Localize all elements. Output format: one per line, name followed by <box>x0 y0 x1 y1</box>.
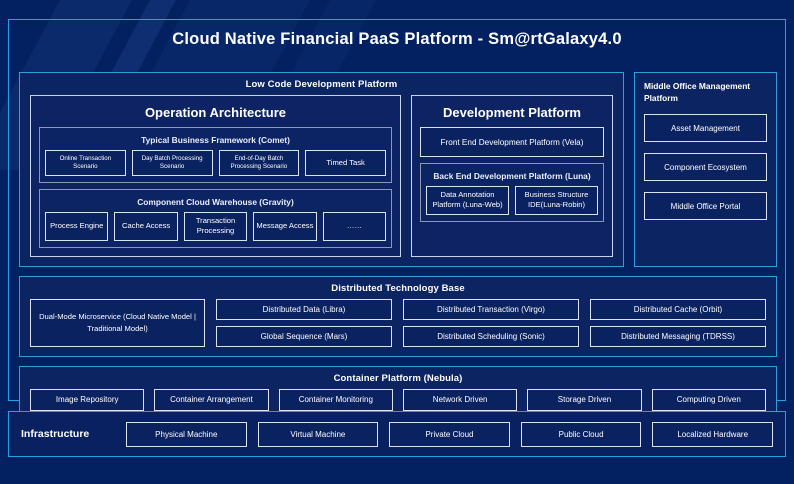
chip-process-engine[interactable]: Process Engine <box>45 212 109 241</box>
middle-office-title: Middle Office Management Platform <box>644 81 751 104</box>
operation-architecture-panel: Operation Architecture Typical Business … <box>30 95 401 257</box>
chip-day-batch-processing-scenario[interactable]: Day Batch Processing Scenario <box>131 150 213 176</box>
front-end-development-platform[interactable]: Front End Development Platform (Vela) <box>420 127 604 157</box>
page-title: Cloud Native Financial PaaS Platform - S… <box>172 30 622 48</box>
middle-office-management-platform: Middle Office Management Platform Asset … <box>634 72 777 267</box>
container-platform-title: Container Platform (Nebula) <box>333 372 463 384</box>
chip-cache-access[interactable]: Cache Access <box>114 212 178 241</box>
chip-business-structure-ide[interactable]: Business Structure IDE(Luna-Robin) <box>515 186 598 215</box>
cell-distributed-data[interactable]: Distributed Data (Libra) <box>216 298 392 320</box>
infrastructure-cell-public-cloud[interactable]: Public Cloud <box>520 421 642 447</box>
typical-business-framework-group: Typical Business Framework (Comet) Onlin… <box>39 127 392 183</box>
chip-end-of-day-batch-processing-scenario[interactable]: End-of-Day Batch Processing Scenario <box>218 150 300 176</box>
platform-body: Low Code Development Platform Operation … <box>19 72 777 422</box>
container-cell-storage-driven[interactable]: Storage Driven <box>527 388 642 411</box>
chip-message-access[interactable]: Message Access <box>253 212 317 241</box>
distributed-column-3: Distributed Cache (Orbit) Distributed Me… <box>590 298 766 347</box>
distributed-technology-base-title: Distributed Technology Base <box>331 282 465 294</box>
middle-office-item-component-ecosystem[interactable]: Component Ecosystem <box>644 153 767 182</box>
chip-timed-task[interactable]: Timed Task <box>305 150 386 176</box>
operation-architecture-title: Operation Architecture <box>144 105 287 120</box>
chip-more-ellipsis[interactable]: …… <box>322 212 387 241</box>
low-code-development-platform: Low Code Development Platform Operation … <box>19 72 624 267</box>
container-cell-network-driven[interactable]: Network Driven <box>402 388 518 411</box>
component-cloud-warehouse-group: Component Cloud Warehouse (Gravity) Proc… <box>39 189 392 248</box>
low-code-title: Low Code Development Platform <box>245 79 398 90</box>
cell-distributed-transaction[interactable]: Distributed Transaction (Virgo) <box>403 298 579 320</box>
container-cell-computing-driven[interactable]: Computing Driven <box>651 388 766 411</box>
back-end-development-platform-group: Back End Development Platform (Luna) Dat… <box>420 163 604 222</box>
back-end-development-platform-title: Back End Development Platform (Luna) <box>433 171 591 181</box>
cell-distributed-cache[interactable]: Distributed Cache (Orbit) <box>590 298 766 320</box>
chip-online-transaction-scenario[interactable]: Online Transaction Scenario <box>45 150 126 176</box>
chip-transaction-processing[interactable]: Transaction Processing <box>183 212 248 241</box>
middle-office-item-middle-office-portal[interactable]: Middle Office Portal <box>644 192 767 221</box>
infrastructure-label: Infrastructure <box>21 428 90 440</box>
container-cell-container-arrangement[interactable]: Container Arrangement <box>154 388 269 411</box>
middle-office-item-asset-management[interactable]: Asset Management <box>644 114 767 143</box>
dual-mode-microservice-box[interactable]: Dual-Mode Microservice (Cloud Native Mod… <box>30 298 205 347</box>
infrastructure-cell-virtual-machine[interactable]: Virtual Machine <box>257 421 379 447</box>
distributed-column-1: Distributed Data (Libra) Global Sequence… <box>216 298 392 347</box>
container-cell-container-monitoring[interactable]: Container Monitoring <box>278 388 393 411</box>
infrastructure-cell-localized-hardware[interactable]: Localized Hardware <box>652 421 773 447</box>
distributed-technology-base: Distributed Technology Base Dual-Mode Mi… <box>19 275 777 357</box>
infrastructure-panel: Infrastructure Physical Machine Virtual … <box>8 411 786 457</box>
development-platform-panel: Development Platform Front End Developme… <box>411 95 613 257</box>
infrastructure-cell-private-cloud[interactable]: Private Cloud <box>389 421 510 447</box>
container-platform: Container Platform (Nebula) Image Reposi… <box>19 365 777 422</box>
distributed-column-2: Distributed Transaction (Virgo) Distribu… <box>403 298 579 347</box>
cell-distributed-messaging[interactable]: Distributed Messaging (TDRSS) <box>590 325 766 347</box>
cell-global-sequence[interactable]: Global Sequence (Mars) <box>216 325 392 347</box>
typical-business-framework-title: Typical Business Framework (Comet) <box>141 135 290 145</box>
top-section: Low Code Development Platform Operation … <box>19 72 777 267</box>
development-platform-title: Development Platform <box>443 105 581 120</box>
chip-data-annotation-platform[interactable]: Data Annotation Platform (Luna-Web) <box>426 186 509 215</box>
container-cell-image-repository[interactable]: Image Repository <box>30 388 145 411</box>
cell-distributed-scheduling[interactable]: Distributed Scheduling (Sonic) <box>403 325 579 347</box>
component-cloud-warehouse-title: Component Cloud Warehouse (Gravity) <box>137 197 294 207</box>
main-platform-panel: Cloud Native Financial PaaS Platform - S… <box>8 19 786 422</box>
infrastructure-cell-physical-machine[interactable]: Physical Machine <box>126 421 247 447</box>
